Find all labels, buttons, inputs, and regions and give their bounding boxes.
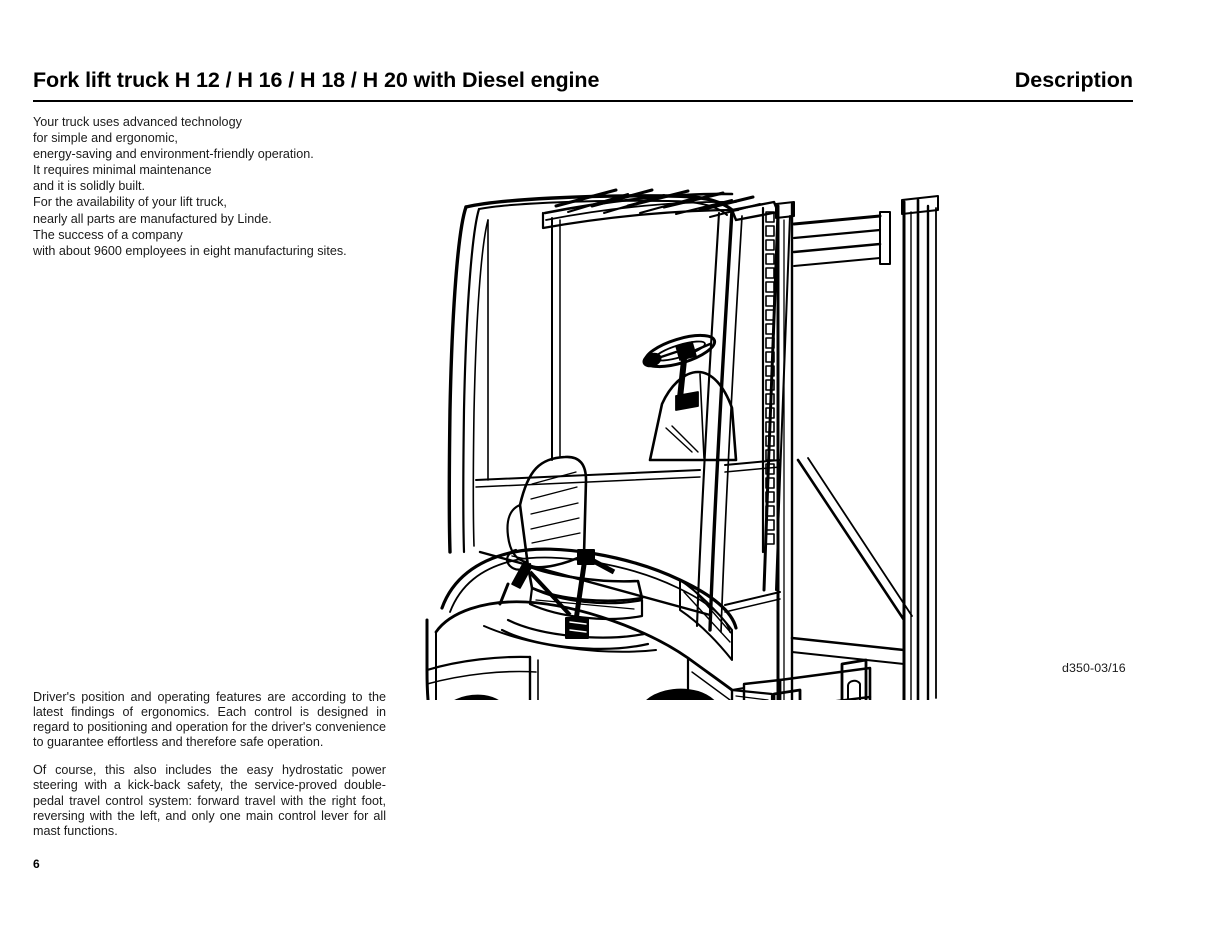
intro-line: energy-saving and environment-friendly o… [33, 147, 314, 162]
intro-line: Your truck uses advanced technology [33, 115, 242, 129]
body-text-column: Driver's position and operating features… [33, 690, 386, 839]
cab-frame [475, 217, 781, 617]
paragraph: Of course, this also includes the easy h… [33, 763, 386, 838]
overhead-guard [447, 188, 791, 633]
forklift-illustration [380, 160, 1170, 700]
truck-body [425, 547, 738, 700]
page-title: Fork lift truck H 12 / H 16 / H 18 / H 2… [33, 68, 600, 92]
paragraph: Driver's position and operating features… [33, 690, 386, 750]
steering-wheel [642, 333, 717, 411]
figure-caption: d350-03/16 [1062, 661, 1126, 675]
section-title: Description [1014, 68, 1133, 92]
mast [730, 195, 939, 700]
intro-line: For the availability of your lift truck, [33, 195, 227, 210]
intro-line: It requires minimal maintenance [33, 163, 212, 178]
lower-frame-detail [707, 699, 713, 700]
intro-line: for simple and ergonomic, [33, 131, 178, 146]
header-divider [33, 100, 1133, 102]
intro-line: nearly all parts are manufactured by Lin… [33, 211, 272, 226]
forks [772, 658, 868, 700]
operator-seat [498, 455, 650, 650]
intro-line: with about 9600 employees in eight manuf… [33, 243, 347, 258]
intro-line: and it is solidly built. [33, 179, 145, 194]
lift-chain [765, 211, 775, 545]
forklift-line-drawing [425, 188, 939, 700]
intro-line: The success of a company [33, 227, 183, 242]
fork-carriage [731, 666, 872, 700]
page-header: Fork lift truck H 12 / H 16 / H 18 / H 2… [33, 68, 1133, 93]
intro-text-block: Your truck uses advanced technology for … [33, 114, 463, 259]
dash-cowl [648, 370, 738, 462]
page-number: 6 [33, 857, 40, 871]
